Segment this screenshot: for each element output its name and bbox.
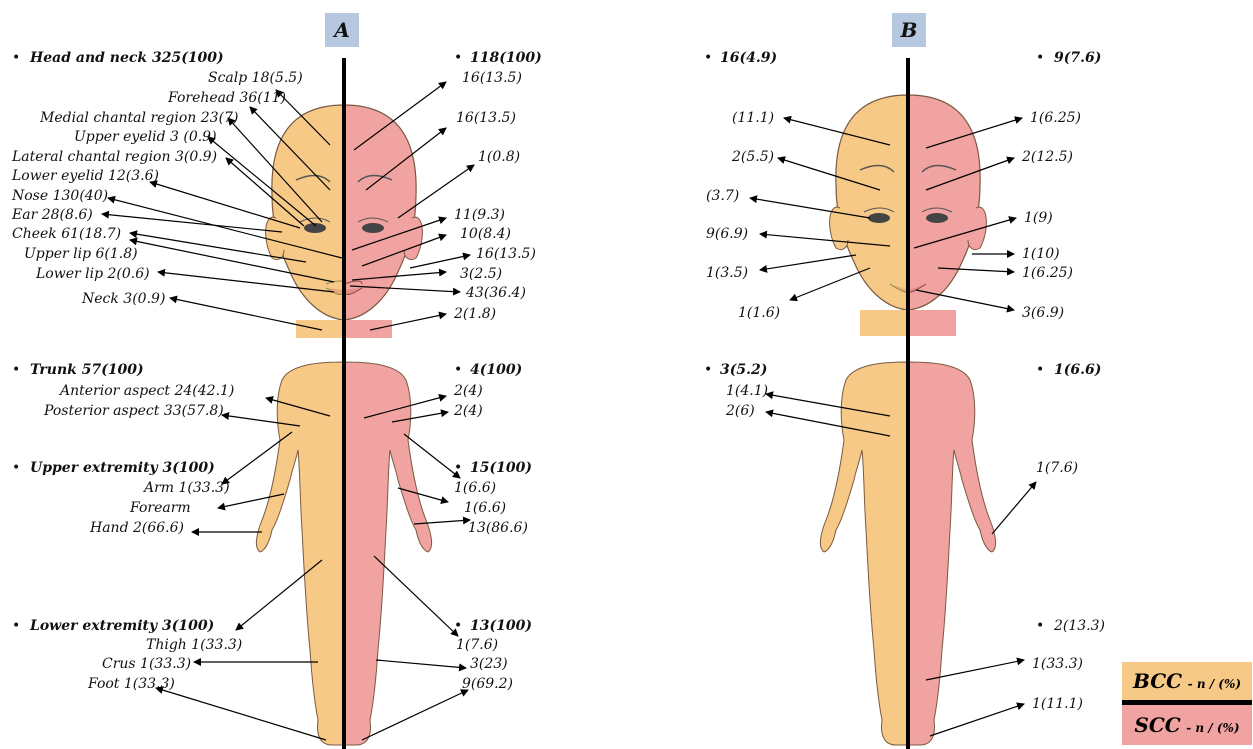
neck-bcc-label: Neck 3(0.9) (82, 291, 165, 307)
nose-b-left-label: 9(6.9) (706, 226, 748, 242)
head-neck-scc-header: 118(100) (470, 50, 542, 66)
bullet: • (1036, 362, 1044, 378)
head-neck-b-left-header: 16(4.9) (720, 50, 777, 66)
eyelid-b-left-label: (3.7) (706, 188, 739, 204)
forearm-scc-label: 1(6.6) (464, 500, 506, 516)
neck-scc-label: 2(1.8) (454, 306, 496, 322)
thigh-scc-label: 1(7.6) (456, 637, 498, 653)
bullet: • (1036, 50, 1044, 66)
bullet: • (704, 362, 712, 378)
lower-lip-scc-label: 43(36.4) (466, 285, 526, 301)
legend-scc-unit: - n / (%) (1186, 721, 1239, 735)
bullet: • (454, 460, 462, 476)
legend-scc: SCC - n / (%) (1122, 705, 1252, 745)
thigh-bcc-label: Thigh 1(33.3) (146, 637, 242, 653)
legend-bcc: BCC - n / (%) (1122, 662, 1252, 700)
forearm-bcc-label: Forearm (130, 500, 191, 516)
bullet: • (454, 362, 462, 378)
posterior-scc-label: 2(4) (454, 403, 483, 419)
upper-extremity-scc-header: 15(100) (470, 460, 532, 476)
arm-scc-label: 1(6.6) (454, 480, 496, 496)
panel-label-b: B (892, 13, 926, 47)
cheek-bcc-label: Cheek 61(18.7) (12, 226, 121, 242)
crus-bcc-label: Crus 1(33.3) (102, 656, 191, 672)
lateral-chantal-bcc-label: Lateral chantal region 3(0.9) (12, 149, 217, 165)
cheek-b-right-label: 1(6.25) (1022, 265, 1073, 281)
hand-bcc-label: Hand 2(66.6) (90, 520, 184, 536)
ear-scc-label: 10(8.4) (460, 226, 511, 242)
trunk-scc-header: 4(100) (470, 362, 522, 378)
bullet: • (12, 50, 20, 66)
bullet: • (454, 618, 462, 634)
lower-extremity-bcc-header: Lower extremity 3(100) (30, 618, 214, 634)
bullet: • (12, 460, 20, 476)
nose-bcc-label: Nose 130(40) (12, 188, 108, 204)
crus-scc-label: 3(23) (470, 656, 508, 672)
legend-bcc-abbr: BCC (1133, 669, 1182, 693)
medial-chantal-bcc-label: Medial chantal region 23(7) (40, 110, 238, 126)
upper-lip-scc-label: 3(2.5) (460, 266, 502, 282)
cheek-b-left-label: 1(3.5) (706, 265, 748, 281)
figure-b-body-bcc (820, 362, 908, 745)
scalp-bcc-label: Scalp 18(5.5) (208, 70, 303, 86)
bullet: • (12, 618, 20, 634)
lower-eyelid-bcc-label: Lower eyelid 12(3.6) (12, 168, 159, 184)
upper-eyelid-bcc-label: Upper eyelid 3 (0.9) (74, 129, 217, 145)
bullet: • (704, 50, 712, 66)
crus-b-right-label: 1(33.3) (1032, 656, 1083, 672)
bullet: • (12, 362, 20, 378)
ear-bcc-label: Ear 28(8.6) (12, 207, 93, 223)
upper-lip-bcc-label: Upper lip 6(1.8) (24, 246, 138, 262)
chin-b-left-label: 1(1.6) (738, 305, 780, 321)
scalp-scc-label: 16(13.5) (462, 70, 522, 86)
head-neck-bcc-header: Head and neck 325(100) (30, 50, 224, 66)
anterior-scc-label: 2(4) (454, 383, 483, 399)
lower-lip-bcc-label: Lower lip 2(0.6) (36, 266, 150, 282)
temple-scc-label: 1(0.8) (478, 149, 520, 165)
anterior-b-left-label: 1(4.1) (726, 383, 768, 399)
scalp-b-left-label: (11.1) (732, 110, 774, 126)
cheek-scc-label: 16(13.5) (476, 246, 536, 262)
scalp-b-right-label: 1(6.25) (1030, 110, 1081, 126)
eye-scc-label: 11(9.3) (454, 207, 505, 223)
panel-label-a: A (325, 13, 359, 47)
trunk-bcc-header: Trunk 57(100) (30, 362, 144, 378)
arm-bcc-label: Arm 1(33.3) (144, 480, 230, 496)
hand-scc-label: 13(86.6) (468, 520, 528, 536)
eye-b-right-label: 1(9) (1024, 210, 1053, 226)
lower-extremity-b-right-header: 2(13.3) (1054, 618, 1105, 634)
ear-b-right-label: 1(10) (1022, 246, 1060, 262)
posterior-b-left-label: 2(6) (726, 403, 755, 419)
upper-extremity-bcc-header: Upper extremity 3(100) (30, 460, 215, 476)
legend-bcc-unit: - n / (%) (1188, 677, 1241, 691)
bullet: • (1036, 618, 1044, 634)
anterior-bcc-label: Anterior aspect 24(42.1) (60, 383, 234, 399)
foot-scc-label: 9(69.2) (462, 676, 513, 692)
figure-a-body-bcc (256, 362, 344, 745)
figure-a-body-scc (344, 362, 432, 745)
trunk-b-right-header: 1(6.6) (1054, 362, 1101, 378)
foot-bcc-label: Foot 1(33.3) (88, 676, 175, 692)
trunk-b-left-header: 3(5.2) (720, 362, 767, 378)
forehead-b-right-label: 2(12.5) (1022, 149, 1073, 165)
lip-b-right-label: 3(6.9) (1022, 305, 1064, 321)
foot-b-right-label: 1(11.1) (1032, 696, 1083, 712)
legend-scc-abbr: SCC (1134, 713, 1180, 737)
forehead-bcc-label: Forehead 36(11) (168, 90, 286, 106)
forehead-b-left-label: 2(5.5) (732, 149, 774, 165)
head-neck-b-right-header: 9(7.6) (1054, 50, 1101, 66)
figure-b-body-scc (908, 362, 996, 745)
hand-b-right-label: 1(7.6) (1036, 460, 1078, 476)
forehead-scc-label: 16(13.5) (456, 110, 516, 126)
posterior-bcc-label: Posterior aspect 33(57.8) (44, 403, 224, 419)
lower-extremity-scc-header: 13(100) (470, 618, 532, 634)
bullet: • (454, 50, 462, 66)
